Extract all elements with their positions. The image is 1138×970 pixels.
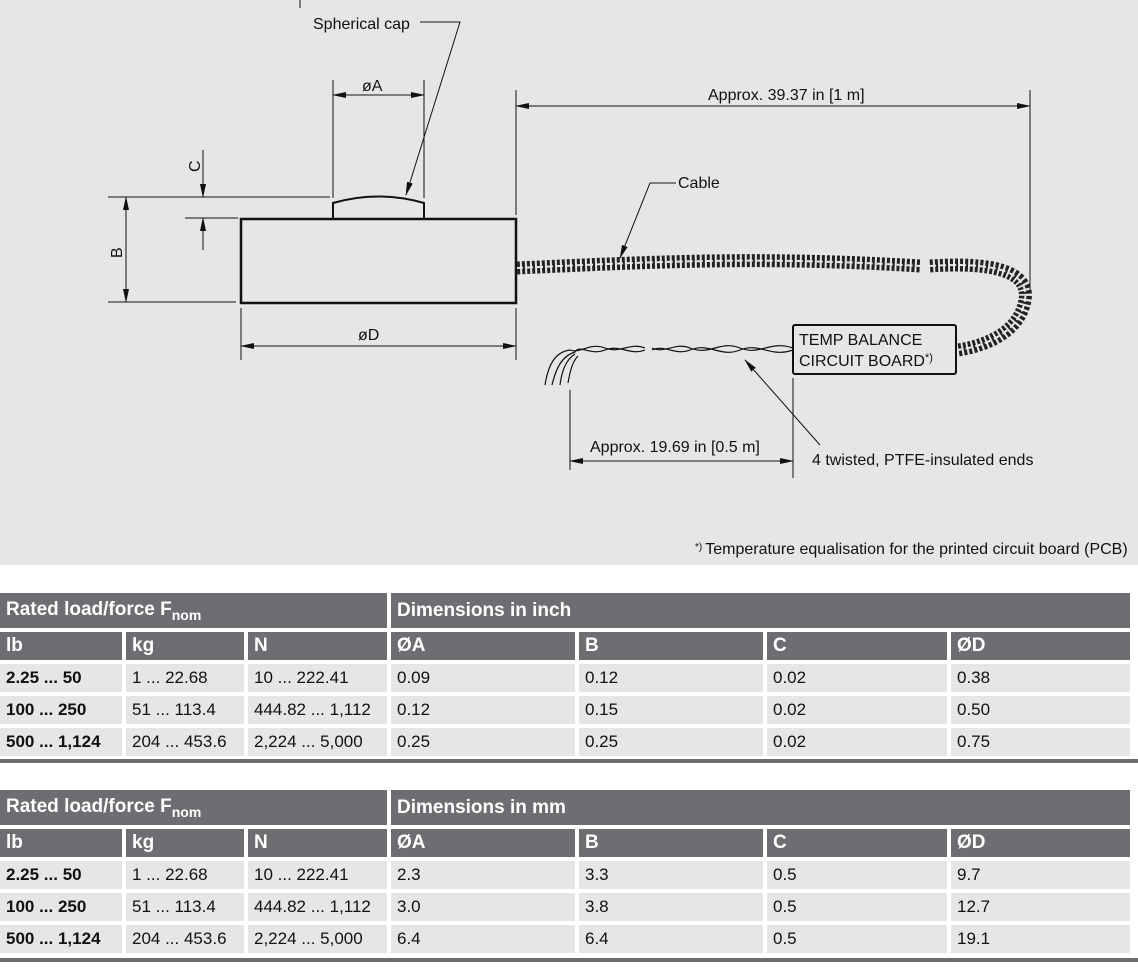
cell: 6.4 xyxy=(391,925,575,953)
cell: 0.5 xyxy=(767,893,947,921)
cell: 12.7 xyxy=(951,893,1130,921)
cell: 0.09 xyxy=(391,664,575,692)
cell: 10 ... 222.41 xyxy=(248,861,387,889)
footnote: *)Temperature equalisation for the print… xyxy=(695,541,1128,558)
col-header: N xyxy=(248,632,387,660)
col-header: B xyxy=(579,632,763,660)
cell: 2.25 ... 50 xyxy=(0,664,122,692)
cell: 19.1 xyxy=(951,925,1130,953)
col-header: kg xyxy=(126,632,244,660)
b-label: B xyxy=(109,247,126,258)
cell: 0.02 xyxy=(767,664,947,692)
cell: 51 ... 113.4 xyxy=(126,696,244,724)
dimension-drawing: Spherical cap øA øD B C Cable Approx. 39… xyxy=(0,0,1138,565)
cell: 1 ... 22.68 xyxy=(126,861,244,889)
cell: 0.12 xyxy=(391,696,575,724)
cell: 6.4 xyxy=(579,925,763,953)
cell: 204 ... 453.6 xyxy=(126,925,244,953)
cable-label: Cable xyxy=(678,175,720,192)
col-header: C xyxy=(767,829,947,857)
cell: 100 ... 250 xyxy=(0,893,122,921)
cell: 204 ... 453.6 xyxy=(126,728,244,756)
group-header-dims: Dimensions in mm xyxy=(391,790,1130,825)
cell: 444.82 ... 1,112 xyxy=(248,893,387,921)
cell: 0.25 xyxy=(391,728,575,756)
col-header: N xyxy=(248,829,387,857)
col-header: lb xyxy=(0,829,122,857)
ends-length-label: Approx. 19.69 in [0.5 m] xyxy=(590,439,760,456)
cell: 3.3 xyxy=(579,861,763,889)
board-label-1: TEMP BALANCE xyxy=(799,332,922,349)
dia-a-label: øA xyxy=(362,78,383,95)
cell: 0.5 xyxy=(767,861,947,889)
cell: 3.0 xyxy=(391,893,575,921)
cell: 0.02 xyxy=(767,696,947,724)
cell: 1 ... 22.68 xyxy=(126,664,244,692)
cell: 0.5 xyxy=(767,925,947,953)
cell: 51 ... 113.4 xyxy=(126,893,244,921)
col-header: ØA xyxy=(391,829,575,857)
cell: 0.38 xyxy=(951,664,1130,692)
cell: 10 ... 222.41 xyxy=(248,664,387,692)
cell: 2.25 ... 50 xyxy=(0,861,122,889)
cell: 500 ... 1,124 xyxy=(0,925,122,953)
col-header: ØA xyxy=(391,632,575,660)
board-label-2: CIRCUIT BOARD*) xyxy=(799,352,933,370)
col-header: ØD xyxy=(951,829,1130,857)
col-header: kg xyxy=(126,829,244,857)
temp-balance-board xyxy=(792,324,957,375)
cell: 100 ... 250 xyxy=(0,696,122,724)
dia-d-label: øD xyxy=(358,327,379,344)
col-header: B xyxy=(579,829,763,857)
cell: 0.12 xyxy=(579,664,763,692)
c-label: C xyxy=(187,160,204,172)
spherical-cap-label: Spherical cap xyxy=(313,16,410,33)
ends-label: 4 twisted, PTFE-insulated ends xyxy=(812,452,1033,469)
table-bottom-rule xyxy=(0,958,1138,962)
cell: 0.02 xyxy=(767,728,947,756)
cell: 0.50 xyxy=(951,696,1130,724)
cell: 0.25 xyxy=(579,728,763,756)
load-cell-body xyxy=(239,217,518,305)
table-bottom-rule xyxy=(0,759,1138,763)
cell: 0.75 xyxy=(951,728,1130,756)
cell: 2.3 xyxy=(391,861,575,889)
col-header: C xyxy=(767,632,947,660)
cell: 444.82 ... 1,112 xyxy=(248,696,387,724)
cell: 500 ... 1,124 xyxy=(0,728,122,756)
cell: 9.7 xyxy=(951,861,1130,889)
cell: 0.15 xyxy=(579,696,763,724)
spherical-cap xyxy=(332,195,425,219)
col-header: ØD xyxy=(951,632,1130,660)
cable-length-label: Approx. 39.37 in [1 m] xyxy=(708,87,865,104)
col-header: lb xyxy=(0,632,122,660)
group-header-load: Rated load/force Fnom xyxy=(0,593,387,628)
cell: 2,224 ... 5,000 xyxy=(248,728,387,756)
cell: 2,224 ... 5,000 xyxy=(248,925,387,953)
twisted-ends xyxy=(544,345,794,386)
group-header-dims: Dimensions in inch xyxy=(391,593,1130,628)
cell: 3.8 xyxy=(579,893,763,921)
group-header-load: Rated load/force Fnom xyxy=(0,790,387,825)
